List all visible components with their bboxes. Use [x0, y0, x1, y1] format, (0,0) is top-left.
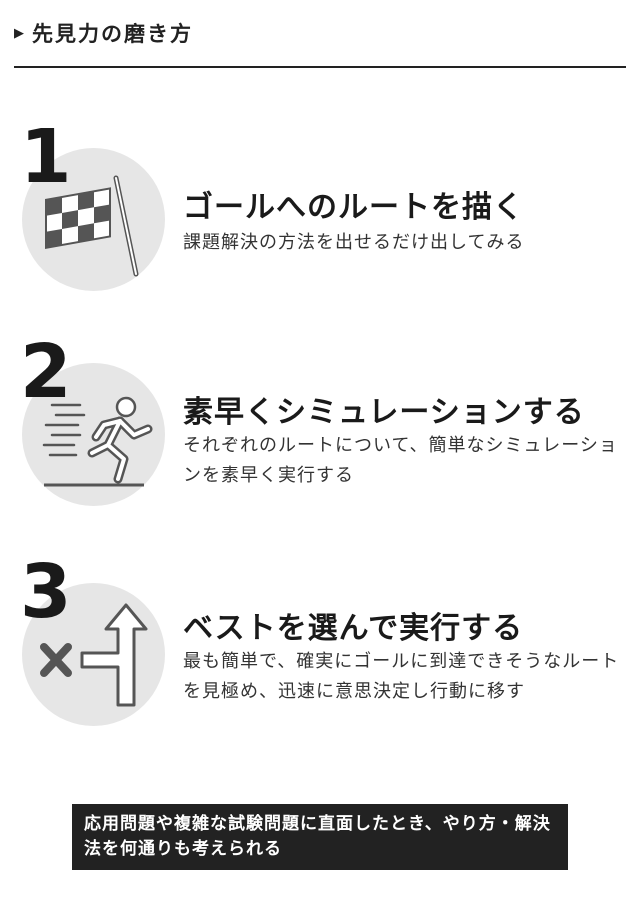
running-person-icon: [42, 396, 153, 487]
cross-icon: [40, 643, 72, 677]
summary-box: 応用問題や複雑な試験問題に直面したとき、やり方・解決法を何通りも考えられる: [72, 804, 568, 870]
step-description: 最も簡単で、確実にゴールに到達できそうなルートを見極め、迅速に意思決定し行動に移…: [183, 651, 620, 702]
step-title: ゴールへのルートを描く: [183, 190, 524, 225]
checkered-flag-icon: [45, 175, 139, 277]
section-header: ▶ 先見力の磨き方: [14, 18, 193, 48]
step-number: 2: [20, 329, 72, 415]
step-icon-circle: [22, 148, 165, 291]
step-title: ベストを選んで実行する: [183, 611, 524, 646]
step-3: 3 ベストを選んで実行する 最も簡単で、確実にゴールに到達できそうなルートを見極…: [0, 545, 643, 745]
step-description: それぞれのルートについて、簡単なシミュレーションを素早く実行する: [183, 435, 618, 486]
step-1: 1 ゴールへのルートを描く 課題解決の方法を出せるだけ出してみる: [0, 110, 643, 310]
step-icon-circle: [22, 583, 165, 726]
step-number: 3: [20, 549, 72, 635]
step-description: 課題解決の方法を出せるだけ出してみる: [183, 232, 525, 253]
header-divider: [14, 66, 626, 68]
step-2: 2: [0, 325, 643, 525]
route-choice-icon: [40, 603, 148, 707]
step-icon-circle: [22, 363, 165, 506]
step-title: 素早くシミュレーションする: [183, 395, 585, 430]
triangle-marker-icon: ▶: [14, 25, 26, 41]
section-title: 先見力の磨き方: [32, 22, 193, 46]
step-number: 1: [20, 114, 72, 200]
